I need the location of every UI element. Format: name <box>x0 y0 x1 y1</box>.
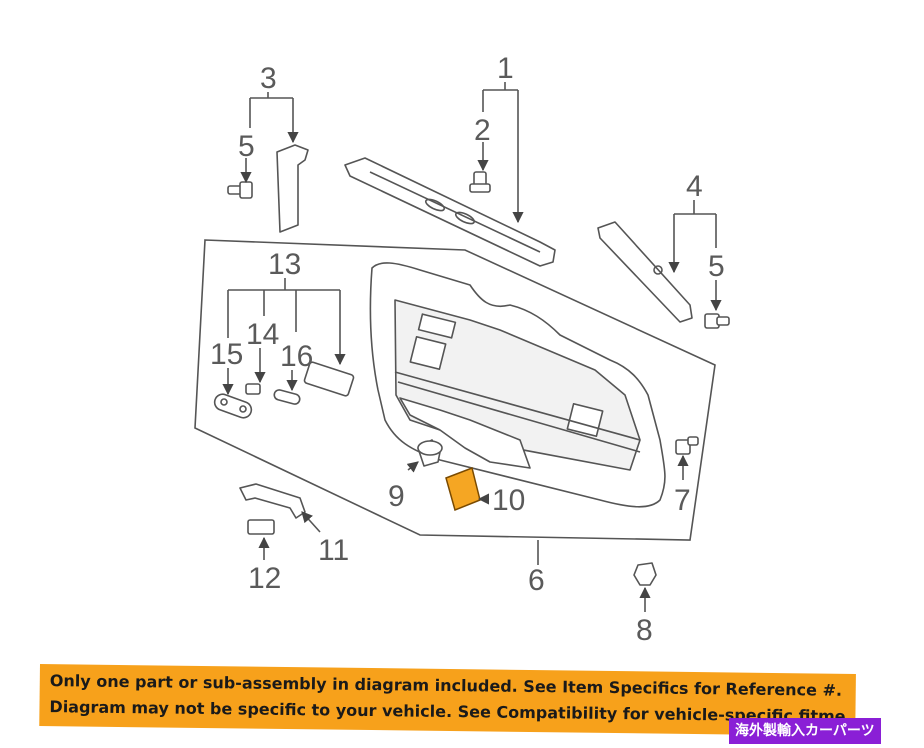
shop-badge: 海外製輸入カーパーツ <box>729 718 881 744</box>
push-retainer <box>633 562 657 586</box>
callout-14: 14 <box>246 318 279 351</box>
handle-clip <box>247 519 275 535</box>
callout-9: 9 <box>388 480 405 513</box>
callout-5-right: 5 <box>708 250 725 283</box>
garnish-screw <box>469 171 491 193</box>
module-box <box>445 466 481 512</box>
parts-diagram: 1 2 3 5 4 5 13 14 15 16 9 10 7 6 11 12 8 <box>194 52 730 647</box>
highlighted-part-module <box>445 466 481 512</box>
callout-6: 6 <box>528 564 545 597</box>
callout-13: 13 <box>268 248 301 281</box>
callout-10: 10 <box>492 484 525 517</box>
callout-1: 1 <box>497 52 514 85</box>
right-pillar-clip <box>704 313 730 329</box>
callout-7: 7 <box>674 484 691 517</box>
side-bolt <box>675 436 699 455</box>
lamp-assembly-group <box>213 361 355 419</box>
callout-8: 8 <box>636 614 653 647</box>
callout-15: 15 <box>210 338 243 371</box>
callout-4: 4 <box>686 170 703 203</box>
upper-garnish-strip <box>344 157 556 267</box>
callout-16: 16 <box>280 340 313 373</box>
liftgate-trim-panel <box>369 262 666 508</box>
leader-lines <box>222 82 722 612</box>
callout-11: 11 <box>318 534 349 567</box>
cap <box>417 439 443 467</box>
left-pillar-clip <box>227 181 253 199</box>
callout-12: 12 <box>248 562 281 595</box>
assembly-outline <box>194 239 716 541</box>
callout-numbers: 1 2 3 5 4 5 13 14 15 16 9 10 7 6 11 12 8 <box>210 52 725 647</box>
right-pillar-trim <box>597 221 693 323</box>
callout-3: 3 <box>260 62 277 95</box>
left-pillar-trim <box>276 144 309 233</box>
callout-2: 2 <box>474 114 491 147</box>
pull-handle <box>239 483 306 519</box>
callout-5-left: 5 <box>238 130 255 163</box>
